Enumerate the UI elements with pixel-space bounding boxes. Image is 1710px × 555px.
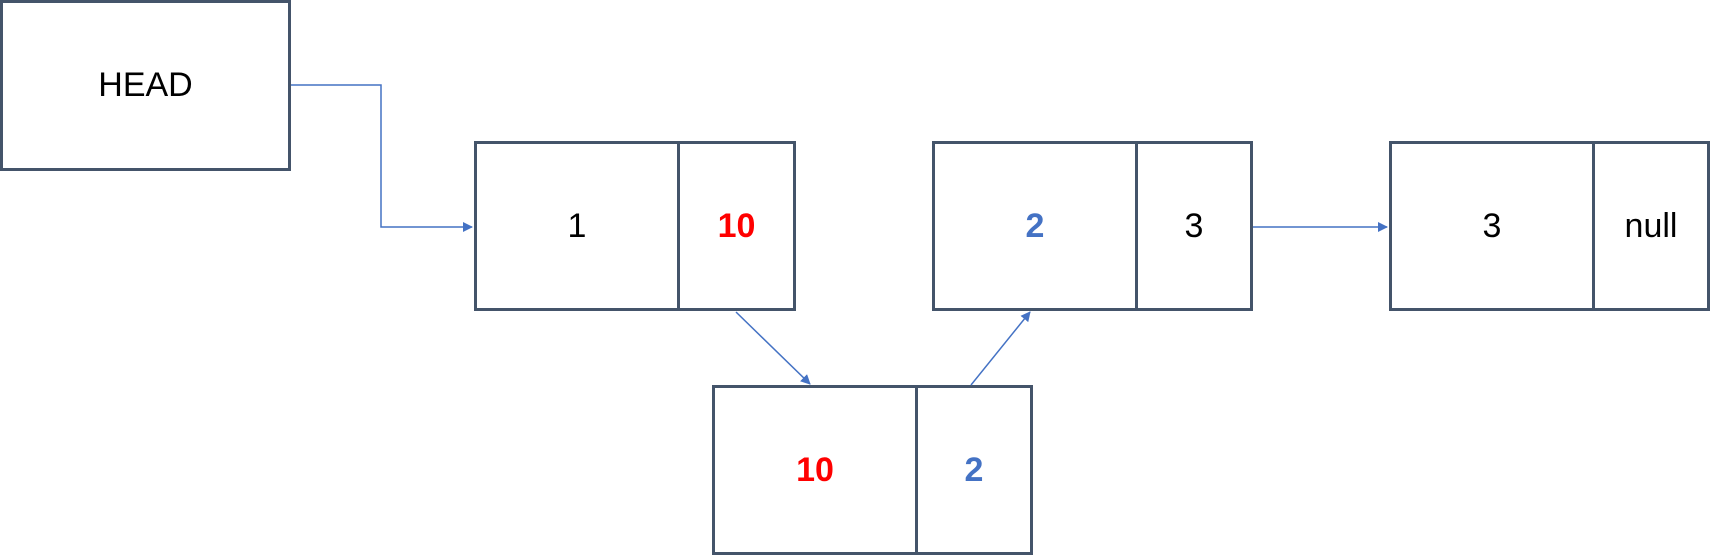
inserted-node: 10 2 [712,385,1033,555]
node-1-to-inserted-node-arrow [735,311,811,385]
head-label: HEAD [98,66,193,104]
head-pointer-box: HEAD [0,0,291,171]
inserted-node-next: 2 [915,388,1030,552]
node-1-next: 10 [677,144,793,308]
node-2-next: 3 [1135,144,1250,308]
node-3-next: null [1592,144,1707,308]
list-node-3: 3 null [1389,141,1710,311]
inserted-node-to-node-2-arrow [970,311,1031,386]
list-node-1: 1 10 [474,141,796,311]
node-3-data: 3 [1482,206,1502,245]
inserted-node-data: 10 [796,450,834,489]
node-1-data: 1 [567,206,587,245]
head-to-node-1-arrow [291,84,473,232]
list-node-2: 2 3 [932,141,1253,311]
node-2-data: 2 [1025,206,1045,245]
